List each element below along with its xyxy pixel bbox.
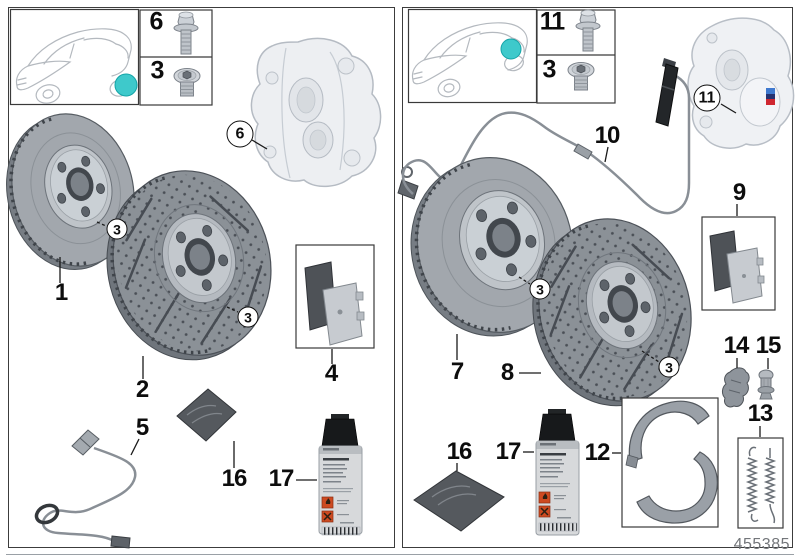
part-label-10[interactable]: 10 (594, 122, 621, 149)
barcode (538, 522, 578, 532)
fastener-label-6[interactable]: 6 (149, 7, 164, 36)
front-grease-pack-illustration (176, 388, 237, 442)
part-label-9[interactable]: 9 (732, 179, 746, 206)
front-disc-plain-illustration (6, 113, 135, 271)
part-label-15[interactable]: 15 (755, 332, 782, 359)
part-label-7[interactable]: 7 (450, 358, 464, 385)
front-cleaner-can-illustration (318, 414, 363, 536)
part-label-5[interactable]: 5 (135, 414, 149, 441)
parking-shoe-kit-box (621, 397, 719, 528)
rear-brake-panel (402, 7, 793, 548)
part-label-12[interactable]: 12 (584, 439, 611, 466)
part-label-2[interactable]: 2 (135, 376, 149, 403)
barcode (321, 526, 361, 536)
expander-part-illustration (722, 367, 750, 408)
rear-grease-pack-illustration (413, 470, 505, 532)
caliper-bolt-icon (173, 11, 199, 55)
caliper-bolt-icon (575, 9, 601, 52)
adjuster-part-illustration (757, 369, 775, 400)
rear-fastener-boxes (536, 9, 616, 104)
front-caliper-illustration (250, 37, 382, 188)
callout-3-front-plain[interactable]: 3 (106, 218, 128, 240)
front-leader-lines (59, 139, 333, 481)
front-pad-kit-box (295, 244, 375, 349)
callout-11[interactable]: 11 (693, 84, 721, 112)
rear-pad-kit-box (701, 216, 776, 311)
part-label-17-right[interactable]: 17 (495, 438, 522, 465)
part-label-17-left[interactable]: 17 (268, 465, 295, 492)
part-label-14[interactable]: 14 (723, 332, 750, 359)
fastener-label-3[interactable]: 3 (150, 56, 165, 85)
part-label-8[interactable]: 8 (500, 359, 514, 386)
fastener-label-3-rear[interactable]: 3 (542, 55, 557, 84)
part-label-13[interactable]: 13 (747, 400, 774, 427)
rear-sensor-cable-illustration (397, 58, 691, 215)
rear-leader-lines (456, 103, 769, 471)
bottom-divider (6, 554, 794, 555)
part-label-16-right[interactable]: 16 (446, 438, 473, 465)
callout-3-rear-plain[interactable]: 3 (529, 278, 551, 300)
part-label-16-left[interactable]: 16 (221, 465, 248, 492)
front-brake-panel (8, 7, 395, 548)
callout-6[interactable]: 6 (226, 120, 254, 148)
disc-set-screw-icon (567, 62, 595, 91)
front-disc-drilled-illustration (106, 170, 272, 361)
rear-cleaner-can-illustration (535, 409, 580, 536)
rear-axle-hotspot[interactable] (500, 38, 522, 60)
part-label-4[interactable]: 4 (324, 360, 338, 387)
front-wear-sensor-illustration (34, 429, 137, 549)
front-fastener-boxes (139, 9, 213, 106)
callout-3-rear-drilled[interactable]: 3 (658, 356, 680, 378)
callout-3-front-drilled[interactable]: 3 (237, 306, 259, 328)
diagram-number: 455385 (733, 536, 790, 553)
m-stripes-badge (766, 88, 775, 105)
spring-kit-box (737, 437, 784, 529)
rear-disc-drilled-illustration (532, 218, 692, 407)
disc-set-screw-icon (173, 68, 201, 97)
rear-caliper-illustration (687, 17, 795, 149)
part-label-1[interactable]: 1 (54, 279, 68, 306)
fastener-label-11[interactable]: 11 (539, 7, 565, 36)
front-axle-hotspot[interactable] (114, 73, 138, 97)
